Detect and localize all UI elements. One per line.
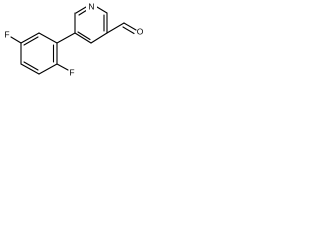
atom-fluorine-bottom: F <box>69 67 74 77</box>
bond-ph-f-top <box>10 36 22 44</box>
double-bond-carbonyl-oxygen <box>122 26 135 35</box>
bond-ph-c5-c6 <box>20 32 40 44</box>
bond-ph-c6-c1 <box>38 32 58 44</box>
double-bond-c4-c3 <box>77 31 91 41</box>
aldehyde-group <box>106 22 137 35</box>
molecule-structure: N O F F <box>4 1 144 77</box>
atom-label-oxygen: O <box>137 26 144 36</box>
double-bond-c2-n <box>78 9 88 16</box>
bond-carbonyl-oxygen <box>123 22 137 31</box>
bond-c4-c3 <box>74 32 92 44</box>
pyridine-ring <box>74 6 108 44</box>
double-bond-ph-c <box>23 36 39 46</box>
bond-biaryl <box>56 32 76 44</box>
double-bond-ph-b <box>23 61 39 71</box>
atom-label-fluorine-top: F <box>4 29 9 39</box>
atom-fluorine-top: F <box>4 29 9 39</box>
difluorophenyl-ring <box>20 32 58 75</box>
bond-ph-f-bottom <box>56 63 69 71</box>
atom-oxygen: O <box>137 26 144 36</box>
bond-c2-n <box>75 6 87 14</box>
atom-label-nitrogen: N <box>88 1 94 11</box>
bond-c5-c4 <box>90 32 108 44</box>
bond-n-c6 <box>96 6 108 14</box>
bond-ring-carbonyl <box>106 22 125 34</box>
atom-nitrogen: N <box>86 1 97 12</box>
bond-ph-c3-c4 <box>20 63 40 75</box>
bond-ph-c2-c3 <box>38 63 58 75</box>
atom-label-fluorine-bottom: F <box>69 67 74 77</box>
